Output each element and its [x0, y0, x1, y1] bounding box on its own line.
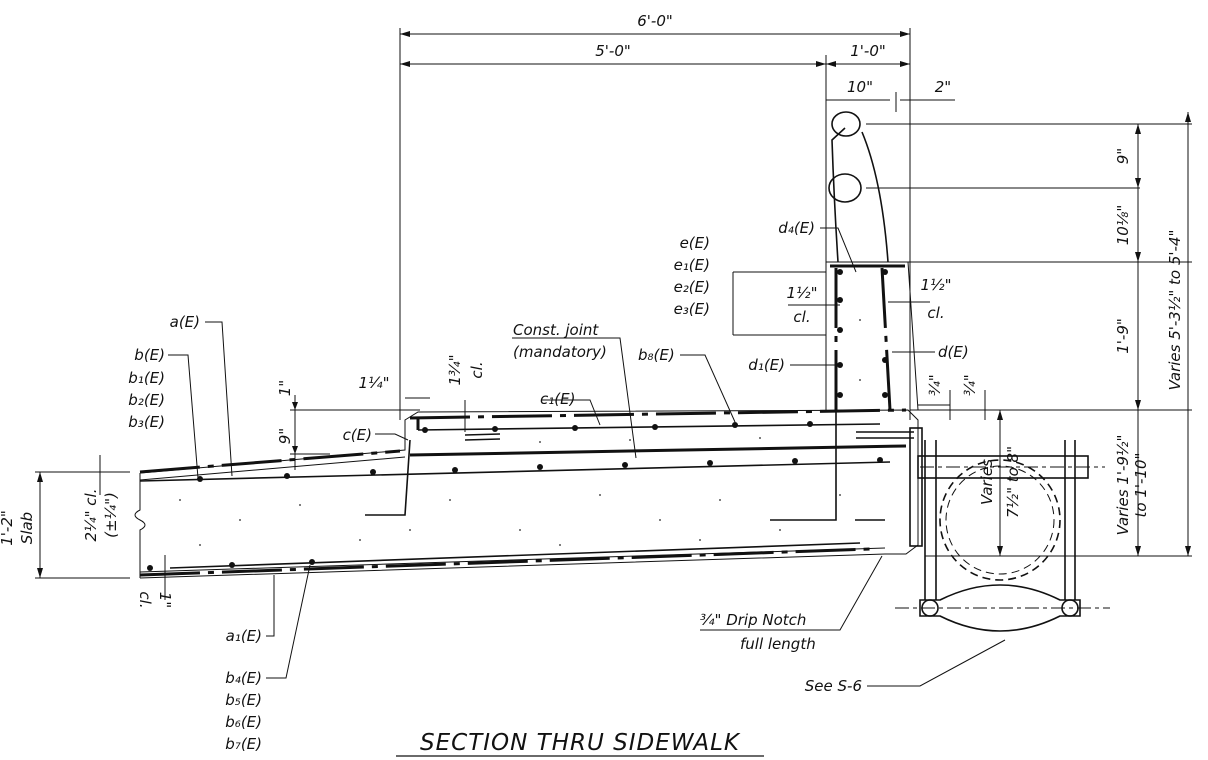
- label-b4: b₄(E): [225, 669, 262, 687]
- dim-slab-label: Slab: [18, 512, 36, 544]
- hook-d1: [770, 365, 837, 521]
- dim-three-quarter-a: ¾": [926, 374, 944, 395]
- label-a1: a₁(E): [226, 627, 262, 645]
- dim-one-inch-cl: 1": [156, 592, 174, 608]
- concrete-speckle: [179, 319, 861, 546]
- dim-bracket-2: 7½" to 8": [1004, 446, 1022, 518]
- dim-cover: 2¼" cl.: [82, 489, 100, 542]
- label-drip: ¾" Drip Notch: [700, 611, 806, 629]
- dim-total-height: Varies 5'-3½" to 5'-4": [1166, 230, 1184, 391]
- dim-one-inch-cl-2: cl.: [136, 591, 154, 608]
- label-b3: b₃(E): [128, 413, 165, 431]
- joint-short: [464, 433, 501, 436]
- dim-curb-width: 1'-0": [850, 42, 886, 60]
- label-a: a(E): [170, 313, 200, 331]
- break-symbol: [134, 473, 146, 578]
- dim-rail-lower: 10⅛": [1114, 205, 1132, 246]
- dim-offset: 2": [935, 78, 951, 96]
- dim-clear-right: 1½": [921, 276, 952, 294]
- label-e3: e₃(E): [674, 300, 710, 318]
- hook-c: [365, 439, 411, 516]
- label-see: See S-6: [805, 677, 862, 695]
- dim-deck-depth-2: to 1'-10": [1132, 453, 1150, 518]
- label-b: b(E): [134, 346, 165, 364]
- rail-top: [831, 111, 861, 137]
- dim-curb-height: 1'-9": [1114, 318, 1132, 354]
- label-b6: b₆(E): [225, 713, 262, 731]
- dim-slab: 1'-2": [0, 510, 16, 546]
- label-mandatory: (mandatory): [513, 343, 607, 361]
- dim-clear-left: 1½": [787, 284, 818, 302]
- label-d: d(E): [938, 343, 969, 361]
- label-d1: d₁(E): [748, 356, 785, 374]
- label-e: e(E): [680, 234, 710, 252]
- dimension-lines: [35, 28, 1192, 600]
- dim-nine-inch: 9": [276, 428, 294, 444]
- label-d4: d₄(E): [778, 219, 815, 237]
- rebar-dots: [147, 269, 888, 571]
- label-b2: b₂(E): [128, 391, 165, 409]
- drawing-title: SECTION THRU SIDEWALK: [420, 730, 741, 756]
- utility-pipe: [939, 459, 1061, 581]
- anchor-plate: [909, 427, 923, 547]
- rail-middle: [828, 173, 862, 203]
- label-c1: c₁(E): [540, 390, 575, 408]
- dim-one-inch-top: 1": [276, 380, 294, 396]
- dim-clear-left-2: cl.: [793, 308, 810, 326]
- deck-bottom-bar: [139, 547, 871, 577]
- dim-rail-spacing: 9": [1114, 148, 1132, 164]
- label-b8: b₈(E): [638, 346, 675, 364]
- leader-lines: [168, 227, 1006, 687]
- walk-bottom-line: [409, 444, 907, 457]
- label-b5: b₅(E): [225, 691, 262, 709]
- label-b7: b₇(E): [225, 735, 262, 753]
- curb-outline: [825, 261, 919, 411]
- rail-post-right: [861, 131, 889, 263]
- dim-one-three-quarter: 1¾": [446, 355, 464, 386]
- dim-bracket: Varies: [978, 459, 996, 505]
- dim-one-three-quarter-cl: cl.: [468, 361, 486, 378]
- dim-deck-depth: Varies 1'-9½": [1114, 435, 1132, 536]
- deck-inner-bar: [139, 461, 891, 482]
- joint-short-2: [464, 438, 501, 441]
- label-drip-2: full length: [740, 635, 816, 653]
- label-e2: e₂(E): [674, 278, 710, 296]
- rail-post-left: [831, 127, 846, 263]
- dimension-arrows: [37, 31, 1191, 578]
- label-b1: b₁(E): [128, 369, 165, 387]
- walk-top-bar: [409, 408, 907, 420]
- pipe-saddle: [919, 584, 1081, 632]
- label-e1: e₁(E): [674, 256, 710, 274]
- dim-overall-width: 6'-0": [637, 12, 673, 30]
- dim-post-width: 10": [847, 78, 873, 96]
- dim-one-quarter: 1¼": [359, 374, 390, 392]
- sidewalk-top-bar: [139, 449, 401, 474]
- dim-three-quarter-b: ¾": [961, 374, 979, 395]
- dim-cover-tol: (±¼"): [102, 492, 120, 538]
- label-c: c(E): [343, 426, 372, 444]
- curb-bar-right: [880, 267, 892, 411]
- deck-slab-outline: [139, 409, 919, 579]
- deck-bottom-bar-2: [169, 542, 861, 569]
- dim-walk-width: 5'-0": [595, 42, 631, 60]
- dim-clear-right-2: cl.: [927, 304, 944, 322]
- label-const-joint: Const. joint: [513, 321, 599, 339]
- slab-top-line: [139, 456, 406, 481]
